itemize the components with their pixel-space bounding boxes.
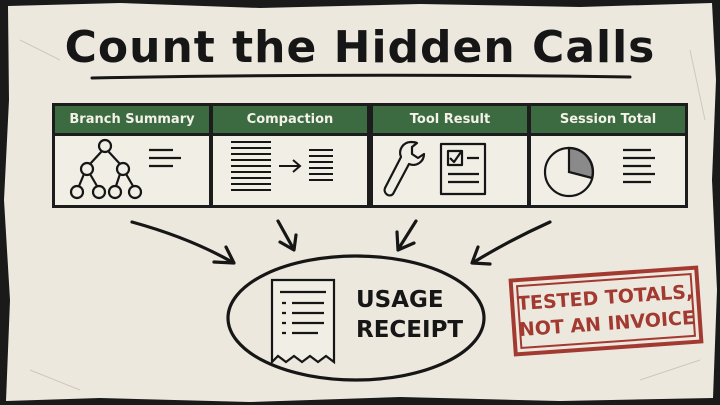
card-session-total-label: Session Total — [531, 106, 685, 136]
card-compaction-label: Compaction — [213, 106, 367, 136]
card-tool-result: Tool Result — [370, 103, 530, 208]
tree-icon — [69, 138, 181, 200]
pie-chart-icon — [543, 146, 655, 198]
receipt-line1: USAGE — [356, 287, 444, 313]
receipt-icon — [270, 278, 336, 365]
card-session-total: Session Total — [528, 103, 688, 208]
page-title: Count the Hidden Calls — [64, 22, 656, 73]
receipt-ellipse — [226, 254, 486, 382]
card-branch-summary-label: Branch Summary — [55, 106, 209, 136]
wrench-checklist-icon — [383, 140, 487, 197]
card-compaction: Compaction — [210, 103, 370, 208]
receipt-line2: RECEIPT — [356, 317, 464, 343]
usage-receipt-label: USAGE RECEIPT — [356, 285, 476, 345]
disclaimer-stamp: TESTED TOTALS, NOT AN INVOICE — [508, 265, 704, 357]
card-tool-result-label: Tool Result — [373, 106, 527, 136]
compress-icon — [231, 141, 333, 191]
